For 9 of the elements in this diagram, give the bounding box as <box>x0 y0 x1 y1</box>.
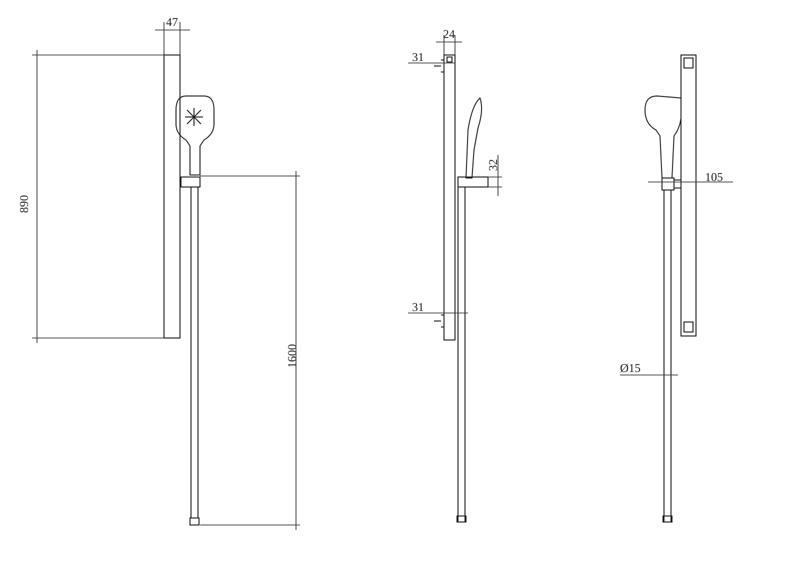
dimension-label: Ø15 <box>620 362 641 374</box>
dimension-label: 105 <box>705 171 723 183</box>
dimension-label: 24 <box>443 28 455 40</box>
dimension-label: 32 <box>487 159 499 171</box>
dimension-label: 47 <box>166 16 178 28</box>
dimension-label: 31 <box>412 51 424 63</box>
dimension-label: 1600 <box>286 344 298 368</box>
dimension-label: 31 <box>412 301 424 313</box>
dimension-label: 890 <box>18 195 30 213</box>
